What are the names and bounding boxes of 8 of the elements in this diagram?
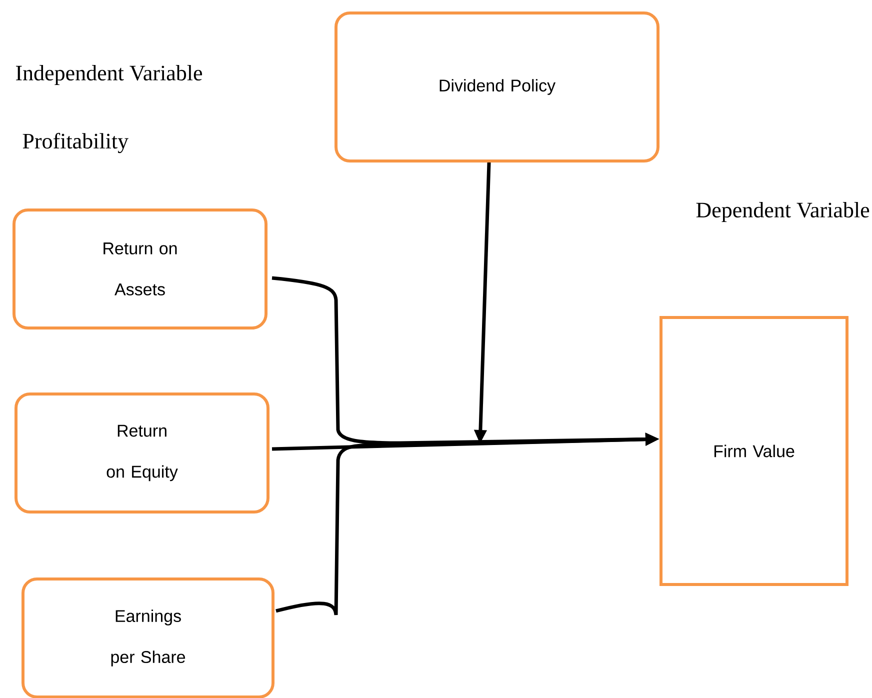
label-text: Dependent Variable <box>696 202 870 222</box>
rounded-box: Return on Equity <box>14 392 270 514</box>
rounded-box: Earnings per Share <box>22 578 274 698</box>
rectangle-box: Firm Value <box>660 316 848 586</box>
label-text: Profitability <box>22 132 128 154</box>
label-text: Independent Variable <box>16 65 202 85</box>
rounded-box: Return on Assets <box>12 208 268 330</box>
rounded-box: Dividend Policy <box>334 12 660 162</box>
